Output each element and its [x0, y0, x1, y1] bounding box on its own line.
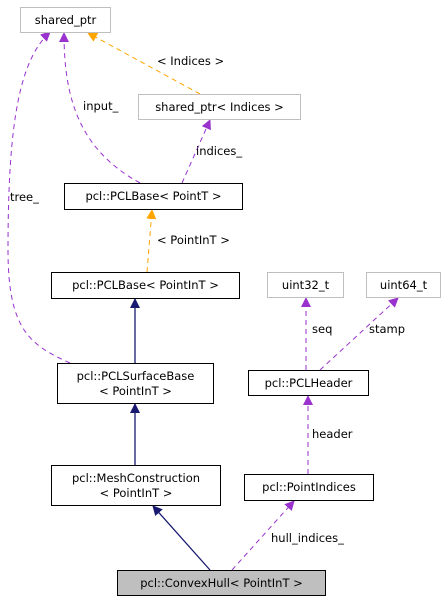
- node-mesh-construction-line1: pcl::MeshConstruction: [71, 470, 201, 485]
- node-pcl-base-pointt[interactable]: pcl::PCLBase< PointT >: [64, 183, 243, 210]
- node-shared-ptr-indices-label: shared_ptr< Indices >: [155, 99, 284, 114]
- node-pcl-surface-base-line2: < PointInT >: [99, 383, 172, 398]
- edge-pointint-template: [146, 209, 157, 273]
- node-pcl-header-label: pcl::PCLHeader: [264, 375, 353, 390]
- edge-label-stamp: stamp: [369, 322, 406, 336]
- node-pcl-header[interactable]: pcl::PCLHeader: [248, 370, 369, 396]
- node-shared-ptr[interactable]: shared_ptr: [20, 7, 111, 33]
- node-uint32-t-label: uint32_t: [281, 277, 330, 292]
- edge-label-indices: indices_: [196, 144, 243, 158]
- node-mesh-construction-line2: < PointInT >: [99, 485, 173, 500]
- node-shared-ptr-label: shared_ptr: [34, 12, 97, 27]
- node-uint64-t-label: uint64_t: [379, 277, 428, 292]
- node-convex-hull[interactable]: pcl::ConvexHull< PointInT >: [117, 570, 326, 596]
- edge-label-tree: tree_: [10, 190, 39, 204]
- edge-label-hull-indices: hull_indices_: [271, 531, 344, 545]
- edge-label-pointint-template: < PointInT >: [157, 233, 230, 247]
- edge-label-indices-template: < Indices >: [157, 54, 225, 68]
- edge-label-seq: seq: [312, 322, 333, 336]
- edge-hull-inherits-mesh: [152, 505, 211, 571]
- node-uint64-t[interactable]: uint64_t: [366, 272, 441, 298]
- edge-label-header: header: [312, 427, 353, 441]
- node-pcl-surface-base-line1: pcl::PCLSurfaceBase: [76, 368, 195, 383]
- node-uint32-t[interactable]: uint32_t: [267, 272, 344, 298]
- edge-indices-template: [87, 32, 201, 95]
- node-pcl-base-pointt-label: pcl::PCLBase< PointT >: [85, 189, 222, 203]
- node-point-indices-label: pcl::PointIndices: [262, 480, 356, 494]
- edge-tree: [7, 31, 71, 364]
- edge-hull-indices: [231, 500, 295, 571]
- node-pcl-base-pointint[interactable]: pcl::PCLBase< PointInT >: [51, 272, 240, 299]
- node-point-indices[interactable]: pcl::PointIndices: [244, 474, 374, 501]
- node-convex-hull-label: pcl::ConvexHull< PointInT >: [140, 575, 303, 590]
- edge-input: [59, 32, 141, 184]
- node-pcl-surface-base[interactable]: pcl::PCLSurfaceBase < PointInT >: [57, 363, 214, 404]
- node-mesh-construction[interactable]: pcl::MeshConstruction < PointInT >: [51, 465, 221, 506]
- node-pcl-base-pointint-label: pcl::PCLBase< PointInT >: [72, 278, 219, 292]
- edge-label-input: input_: [83, 99, 119, 113]
- edge-indices: [181, 119, 211, 184]
- node-shared-ptr-indices[interactable]: shared_ptr< Indices >: [138, 94, 301, 120]
